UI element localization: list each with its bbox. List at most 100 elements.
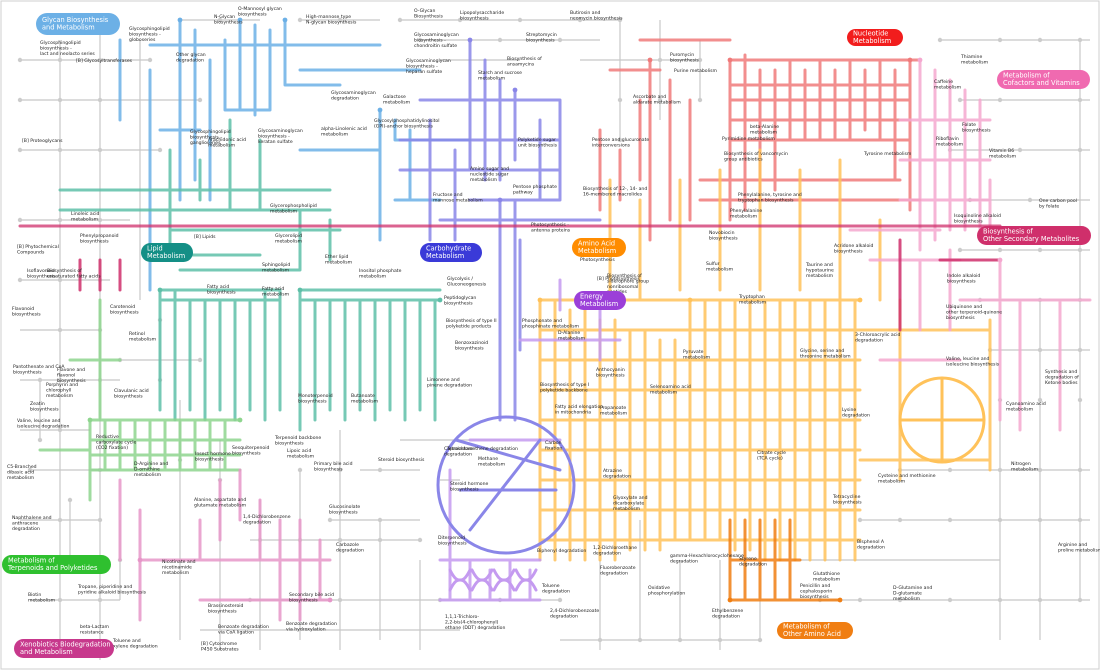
pathway-label[interactable]: Photosynthesis -antenna proteins [531, 222, 571, 233]
pathway-label[interactable]: Steroid biosynthesis [378, 457, 425, 463]
pathway-label[interactable]: [B] Photosynthesis [597, 276, 641, 282]
pathway-label[interactable]: Citrate cycle(TCA cycle) [757, 450, 786, 461]
pathway-label[interactable]: 1,1,1-Trichloro-2,2-bis(4-chlorophenyl)e… [445, 614, 505, 631]
pathway-label[interactable]: [B] Lipids [194, 234, 216, 240]
pathway-label[interactable]: [B] Glycosyltransferases [76, 58, 133, 64]
pathway-label[interactable]: Pyrimidine metabolism [722, 136, 775, 142]
pathway-label[interactable]: Glycolysis /Gluconeogenesis [447, 276, 487, 287]
pathway-label[interactable]: Biphenyl degradation [537, 548, 586, 554]
pathway-label[interactable]: Tyrosine metabolism [863, 151, 912, 157]
pathway-label[interactable]: Tetrachloroethene degradation [446, 446, 518, 452]
